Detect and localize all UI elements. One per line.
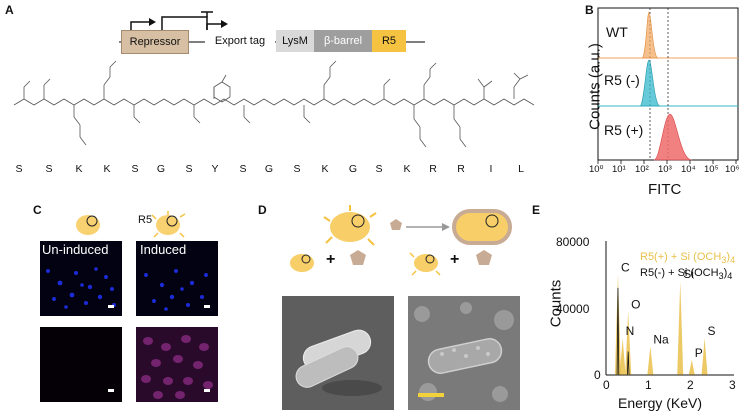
residue: L — [518, 163, 524, 175]
micrograph-uninduced-fitc — [40, 327, 122, 402]
flow-tick: 10³ — [658, 164, 672, 175]
r5-label: R5 — [138, 214, 153, 226]
residue: Y — [211, 163, 219, 175]
panel-label-e: E — [532, 203, 541, 217]
panel-label-d: D — [258, 203, 267, 217]
flow-tick: 10⁰ — [589, 164, 604, 175]
residue: K — [321, 163, 329, 175]
genetic-construct: Repressor Export tag LysM β-barrel R5 — [115, 0, 435, 60]
eds-peak-label-c: C — [621, 261, 630, 275]
induced-label: Induced — [140, 242, 187, 257]
flow-row-label-wt: WT — [606, 24, 628, 40]
eds-peak-label-si: Si — [683, 267, 694, 281]
export-tag-gene: Export tag — [205, 30, 275, 52]
eds-peak-p — [688, 359, 695, 375]
flow-xlabel: FITC — [648, 181, 682, 198]
eds-legend-r5-plus: R5(+) + Si (OCH3)4 — [640, 251, 736, 266]
eds-xtick-2: 2 — [687, 378, 694, 392]
eds-spectrum-r5-minus — [606, 287, 734, 376]
eds-peak-label-o: O — [631, 297, 640, 311]
residue: S — [293, 163, 301, 175]
eds-xtick-3: 3 — [729, 378, 736, 392]
eds-peak-n — [619, 338, 626, 375]
panel-label-b: B — [585, 3, 594, 17]
plus-sign-left: + — [326, 251, 336, 268]
eds-ytick-0: 0 — [594, 368, 601, 382]
eds-peak-label-na: Na — [653, 333, 669, 347]
eds-peak-na — [647, 346, 654, 375]
sem-panel: + + — [270, 205, 520, 415]
panel-label-c: C — [33, 203, 42, 217]
flow-tick: 10⁵ — [704, 164, 719, 175]
residue: S — [239, 163, 247, 175]
eds-ytick-80000: 80000 — [556, 235, 590, 249]
residue: K — [75, 163, 83, 175]
micrograph-induced-fitc — [136, 327, 218, 402]
r5-gene: R5 — [372, 30, 406, 52]
eds-peak-o — [625, 311, 632, 375]
eds-xlabel: Energy (KeV) — [618, 395, 703, 411]
eds-peak-s — [701, 338, 708, 375]
residue: R — [457, 163, 465, 175]
flow-tick: 10⁴ — [681, 164, 696, 175]
eds-xtick-0: 0 — [603, 378, 610, 392]
residue: K — [403, 163, 411, 175]
repressor-gene: Repressor — [121, 30, 189, 54]
uninduced-label: Un-induced — [42, 242, 109, 257]
sem-image-r5-minus — [282, 296, 394, 410]
silicification-schematic — [290, 205, 512, 276]
eds-peak-label-p: P — [695, 346, 703, 360]
eds-peak-label-s: S — [708, 324, 716, 338]
flow-tick: 10¹ — [612, 164, 626, 175]
plus-sign-right: + — [450, 251, 460, 268]
eds-peak-label-n: N — [626, 324, 635, 338]
eds-ytick-40000: 40000 — [556, 302, 590, 316]
residue: I — [489, 163, 493, 175]
eds-legend-r5-minus: R5(-) + Si (OCH3)4 — [640, 267, 733, 282]
residue: G — [264, 163, 274, 175]
residue: S — [375, 163, 383, 175]
sem-image-r5-plus — [408, 296, 520, 410]
lysm-gene: LysM — [276, 30, 314, 52]
flow-row-label-r5-plus: R5 (+) — [604, 122, 644, 138]
cell-icons — [76, 211, 186, 238]
residue: R — [429, 163, 437, 175]
microscopy-panel: R5 Un-induced Induced — [40, 205, 220, 415]
flow-row-label-r5-minus: R5 (-) — [604, 72, 640, 88]
flow-tick: 10⁶ — [725, 164, 740, 175]
peptide-structure — [13, 60, 535, 148]
residue: S — [15, 163, 23, 175]
residue: G — [156, 163, 166, 175]
residue: S — [45, 163, 53, 175]
flow-tick: 10² — [635, 164, 649, 175]
flow-cytometry-plot: Counts (a.u.) WT R5 (-) R5 (+) 10⁰ 10¹ 1… — [580, 0, 740, 200]
eds-xtick-1: 1 — [645, 378, 652, 392]
residue: K — [103, 163, 111, 175]
flow-histograms — [597, 7, 739, 164]
residue: S — [185, 163, 193, 175]
micrograph-uninduced-dapi — [40, 241, 122, 316]
residue: G — [348, 163, 358, 175]
barrel-gene: β-barrel — [314, 30, 372, 52]
eds-peak-si — [677, 281, 684, 375]
panel-label-a: A — [5, 3, 14, 17]
micrograph-induced-dapi — [136, 241, 218, 316]
residue: S — [131, 163, 139, 175]
